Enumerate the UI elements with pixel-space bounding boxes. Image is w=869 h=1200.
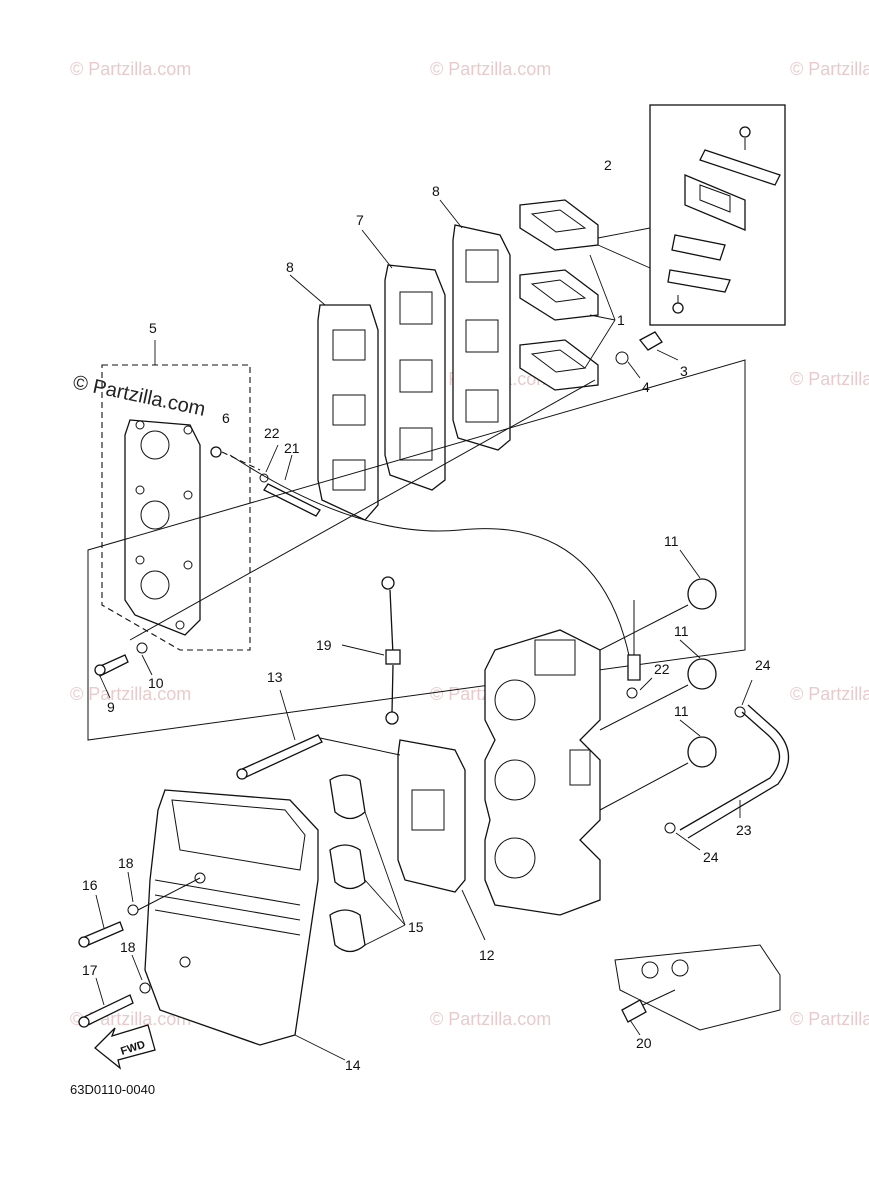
assembly-outline	[87, 359, 746, 741]
callout-10: 10	[148, 675, 164, 691]
watermark: © Partzilla.com	[70, 684, 191, 704]
reed-valve-detail-inset	[597, 104, 786, 326]
watermark-overlay: © Partzilla.com	[71, 371, 207, 421]
watermark: © Partzilla.com	[70, 59, 191, 79]
callout-5: 5	[149, 320, 157, 336]
small-fasteners-upper	[210, 331, 679, 517]
carburetor-o-rings	[599, 549, 717, 811]
callout-21: 21	[284, 440, 300, 456]
callout-11b: 11	[674, 623, 689, 639]
forward-direction-arrow: FWD	[94, 1024, 156, 1070]
intake-manifold	[101, 340, 251, 651]
callout-4: 4	[642, 379, 650, 395]
callout-23: 23	[736, 822, 752, 838]
watermark: © Partzilla.com	[790, 684, 869, 704]
callout-labels: 1 2 3 4 5 6 7 8 8 9 10 11 11 11 12 13 14…	[82, 157, 771, 1073]
watermark: © Partzilla.com	[790, 1009, 869, 1029]
callout-22b: 22	[654, 661, 670, 677]
callout-19: 19	[316, 637, 332, 653]
callout-6: 6	[222, 410, 230, 426]
callout-3: 3	[680, 363, 688, 379]
watermark: © Partzilla.com	[430, 59, 551, 79]
callout-20: 20	[636, 1035, 652, 1051]
callout-14: 14	[345, 1057, 361, 1073]
watermark: © Partzilla.com	[430, 1009, 551, 1029]
callout-17: 17	[82, 962, 98, 978]
silencer-gaskets	[329, 739, 486, 953]
callout-22a: 22	[264, 425, 280, 441]
watermark: © Partzilla.com	[790, 369, 869, 389]
throttle-link-rod	[341, 576, 401, 725]
callout-18b: 18	[120, 939, 136, 955]
carburetor-assembly	[484, 600, 641, 916]
callout-1: 1	[617, 312, 625, 328]
callout-2: 2	[604, 157, 612, 173]
reed-valve-blocks	[519, 199, 616, 391]
callout-16: 16	[82, 877, 98, 893]
fuel-hose	[626, 677, 790, 851]
diagram-code: 63D0110-0040	[70, 1082, 155, 1097]
callout-7: 7	[356, 212, 364, 228]
callout-8b: 8	[286, 259, 294, 275]
drain-plug-area	[614, 944, 781, 1036]
manifold-bolts	[94, 642, 153, 699]
silencer-bolts	[78, 689, 401, 1028]
callout-18a: 18	[118, 855, 134, 871]
callout-11c: 11	[674, 703, 689, 719]
callout-24a: 24	[755, 657, 771, 673]
callout-11a: 11	[664, 533, 679, 549]
callout-12: 12	[479, 947, 495, 963]
callout-15: 15	[408, 919, 424, 935]
intake-silencer	[144, 789, 346, 1061]
callout-13: 13	[267, 669, 283, 685]
callout-9: 9	[107, 699, 115, 715]
intake-gaskets	[289, 199, 511, 521]
callout-8a: 8	[432, 183, 440, 199]
callout-24b: 24	[703, 849, 719, 865]
watermark: © Partzilla.com	[790, 59, 869, 79]
